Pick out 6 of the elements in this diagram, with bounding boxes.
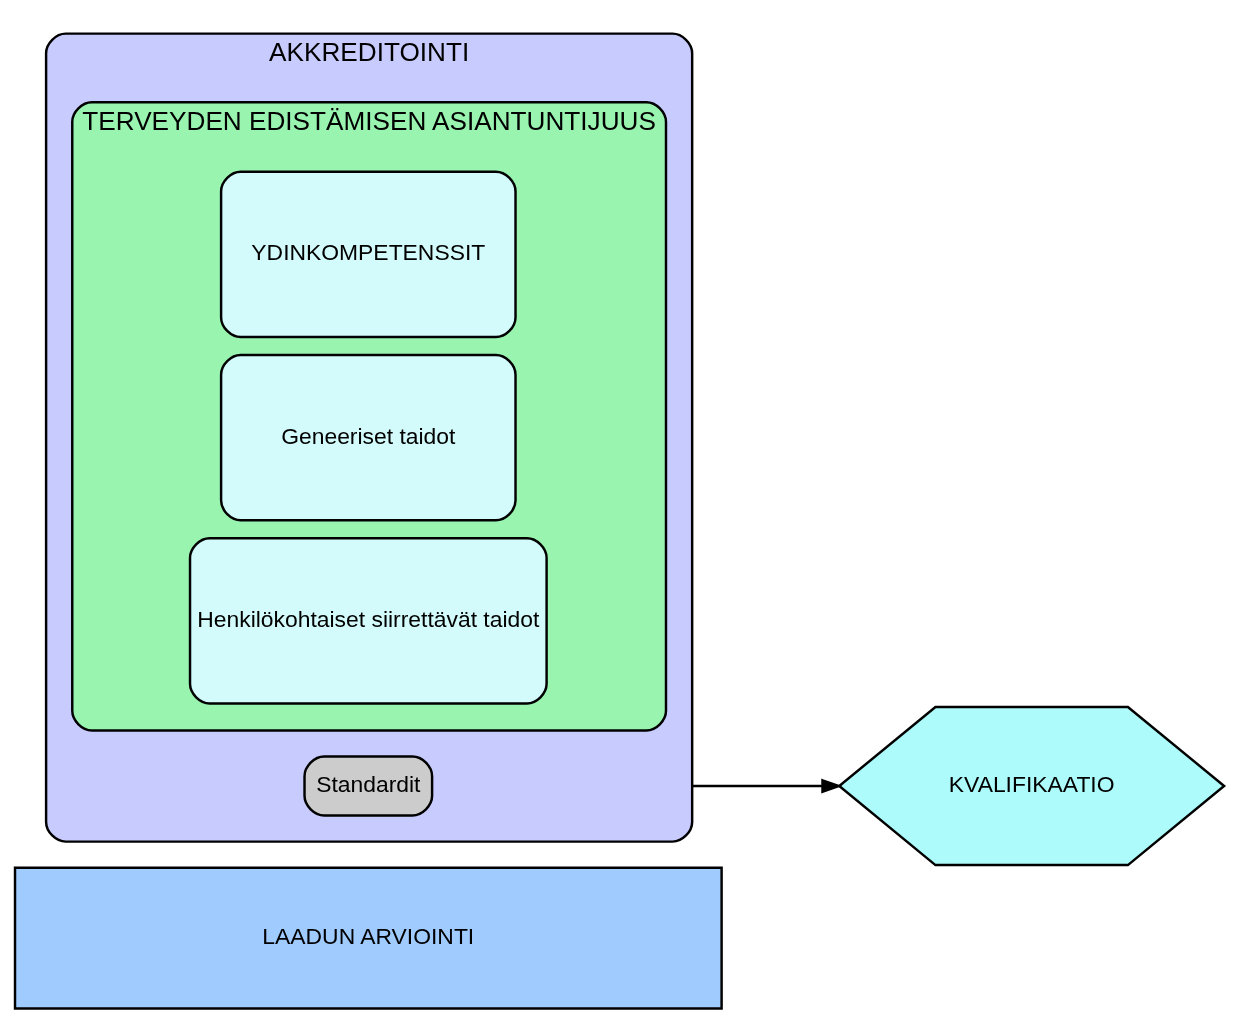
node-box: YDINKOMPETENSSIT bbox=[219, 170, 517, 338]
node-box: Standardit bbox=[303, 754, 434, 817]
node-box: LAADUN ARVIOINTI bbox=[13, 866, 723, 1010]
node-box: Geneeriset taidot bbox=[219, 353, 517, 521]
arrow bbox=[692, 778, 843, 793]
node-box: Henkilökohtaiset siirrettävät taidot bbox=[188, 536, 548, 705]
